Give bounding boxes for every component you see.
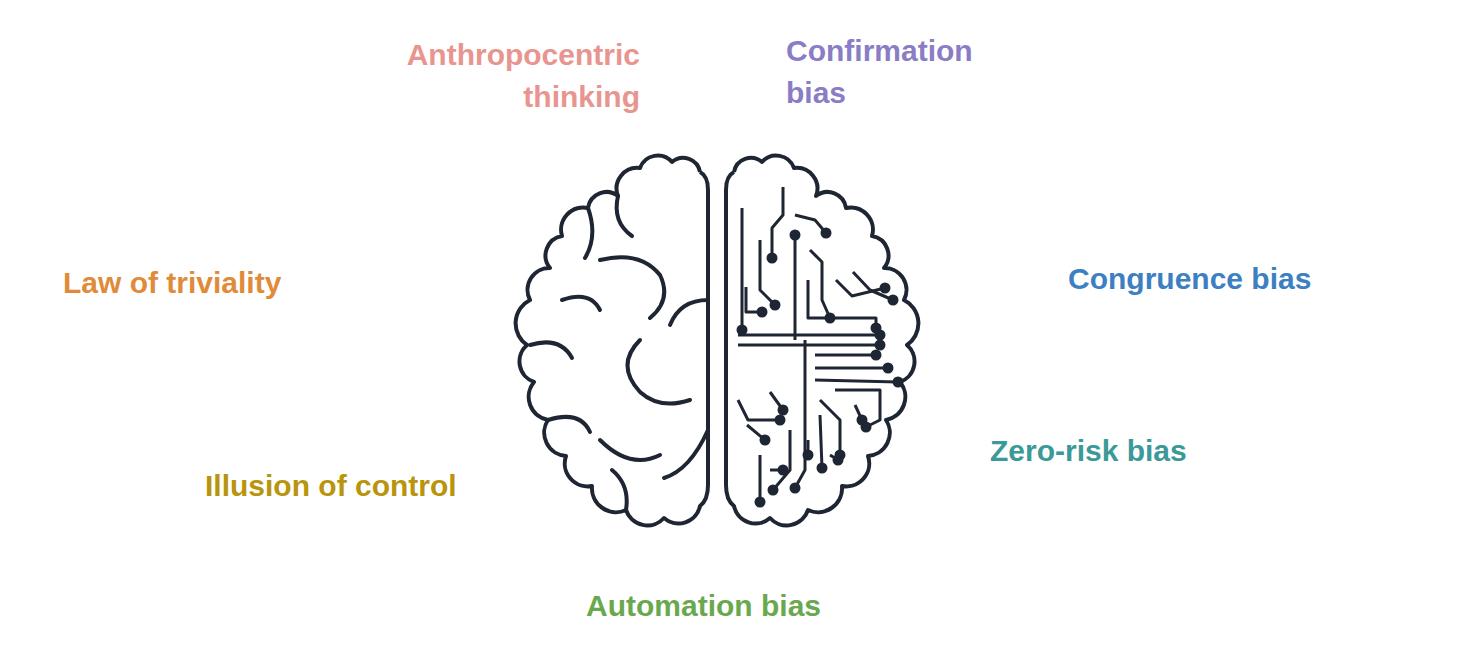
circuit-trace (741, 208, 744, 330)
bias-label: Congruence bias (1068, 258, 1311, 300)
circuit-trace (815, 380, 898, 382)
bias-label: Confirmation bias (786, 30, 1016, 114)
circuit-node (790, 230, 801, 241)
brain-fold (600, 257, 664, 318)
brain-fold (664, 430, 708, 478)
circuit-trace (738, 344, 880, 347)
circuit-trace (738, 400, 780, 420)
brain-fold (562, 297, 600, 310)
circuit-node (871, 323, 882, 334)
circuit-node (888, 295, 899, 306)
circuit-node (871, 350, 882, 361)
circuit-node (757, 307, 768, 318)
circuit-node (875, 340, 886, 351)
circuit-trace (835, 390, 880, 427)
circuit-trace (772, 187, 783, 258)
circuit-node (883, 363, 894, 374)
bias-label: Illusion of control (205, 465, 457, 507)
circuit-trace (759, 455, 762, 502)
circuit-trace (794, 235, 797, 340)
brain-fold (612, 470, 627, 510)
brain-fold (600, 440, 660, 460)
bias-label: Anthropocentric thinking (360, 34, 640, 118)
circuit-trace (815, 367, 888, 370)
circuit-node (768, 485, 779, 496)
left-hemisphere (516, 156, 708, 526)
brain-fold (585, 208, 592, 258)
circuit-node (893, 377, 904, 388)
bias-label: Zero-risk bias (990, 430, 1187, 472)
circuit-node (778, 465, 789, 476)
circuit-trace (810, 250, 830, 318)
circuit-trace (820, 400, 840, 455)
circuit-node (833, 455, 844, 466)
circuit-node (770, 300, 781, 311)
circuit-trace (820, 415, 822, 468)
circuit-trace (795, 340, 805, 488)
brain-fold (530, 342, 572, 358)
brain-fold (617, 196, 632, 236)
circuit-node (775, 415, 786, 426)
circuit-trace (738, 334, 880, 337)
circuit-node (737, 325, 748, 336)
circuit-node (803, 450, 814, 461)
brain-fold (670, 300, 708, 325)
bias-label: Automation bias (586, 585, 821, 627)
circuit-node (767, 253, 778, 264)
circuit-trace (815, 354, 876, 357)
circuit-node (817, 463, 828, 474)
circuit-node (755, 497, 766, 508)
brain-fold (548, 417, 590, 432)
circuit-node (760, 435, 771, 446)
bias-label: Law of triviality (63, 262, 281, 304)
circuit-trace (773, 430, 790, 490)
right-hemisphere (726, 156, 918, 526)
circuit-node (857, 415, 868, 426)
circuit-trace (836, 280, 885, 296)
circuit-node (778, 405, 789, 416)
brain-fold (628, 340, 691, 404)
circuit-node (790, 483, 801, 494)
circuit-node (880, 283, 891, 294)
circuit-node (821, 228, 832, 239)
